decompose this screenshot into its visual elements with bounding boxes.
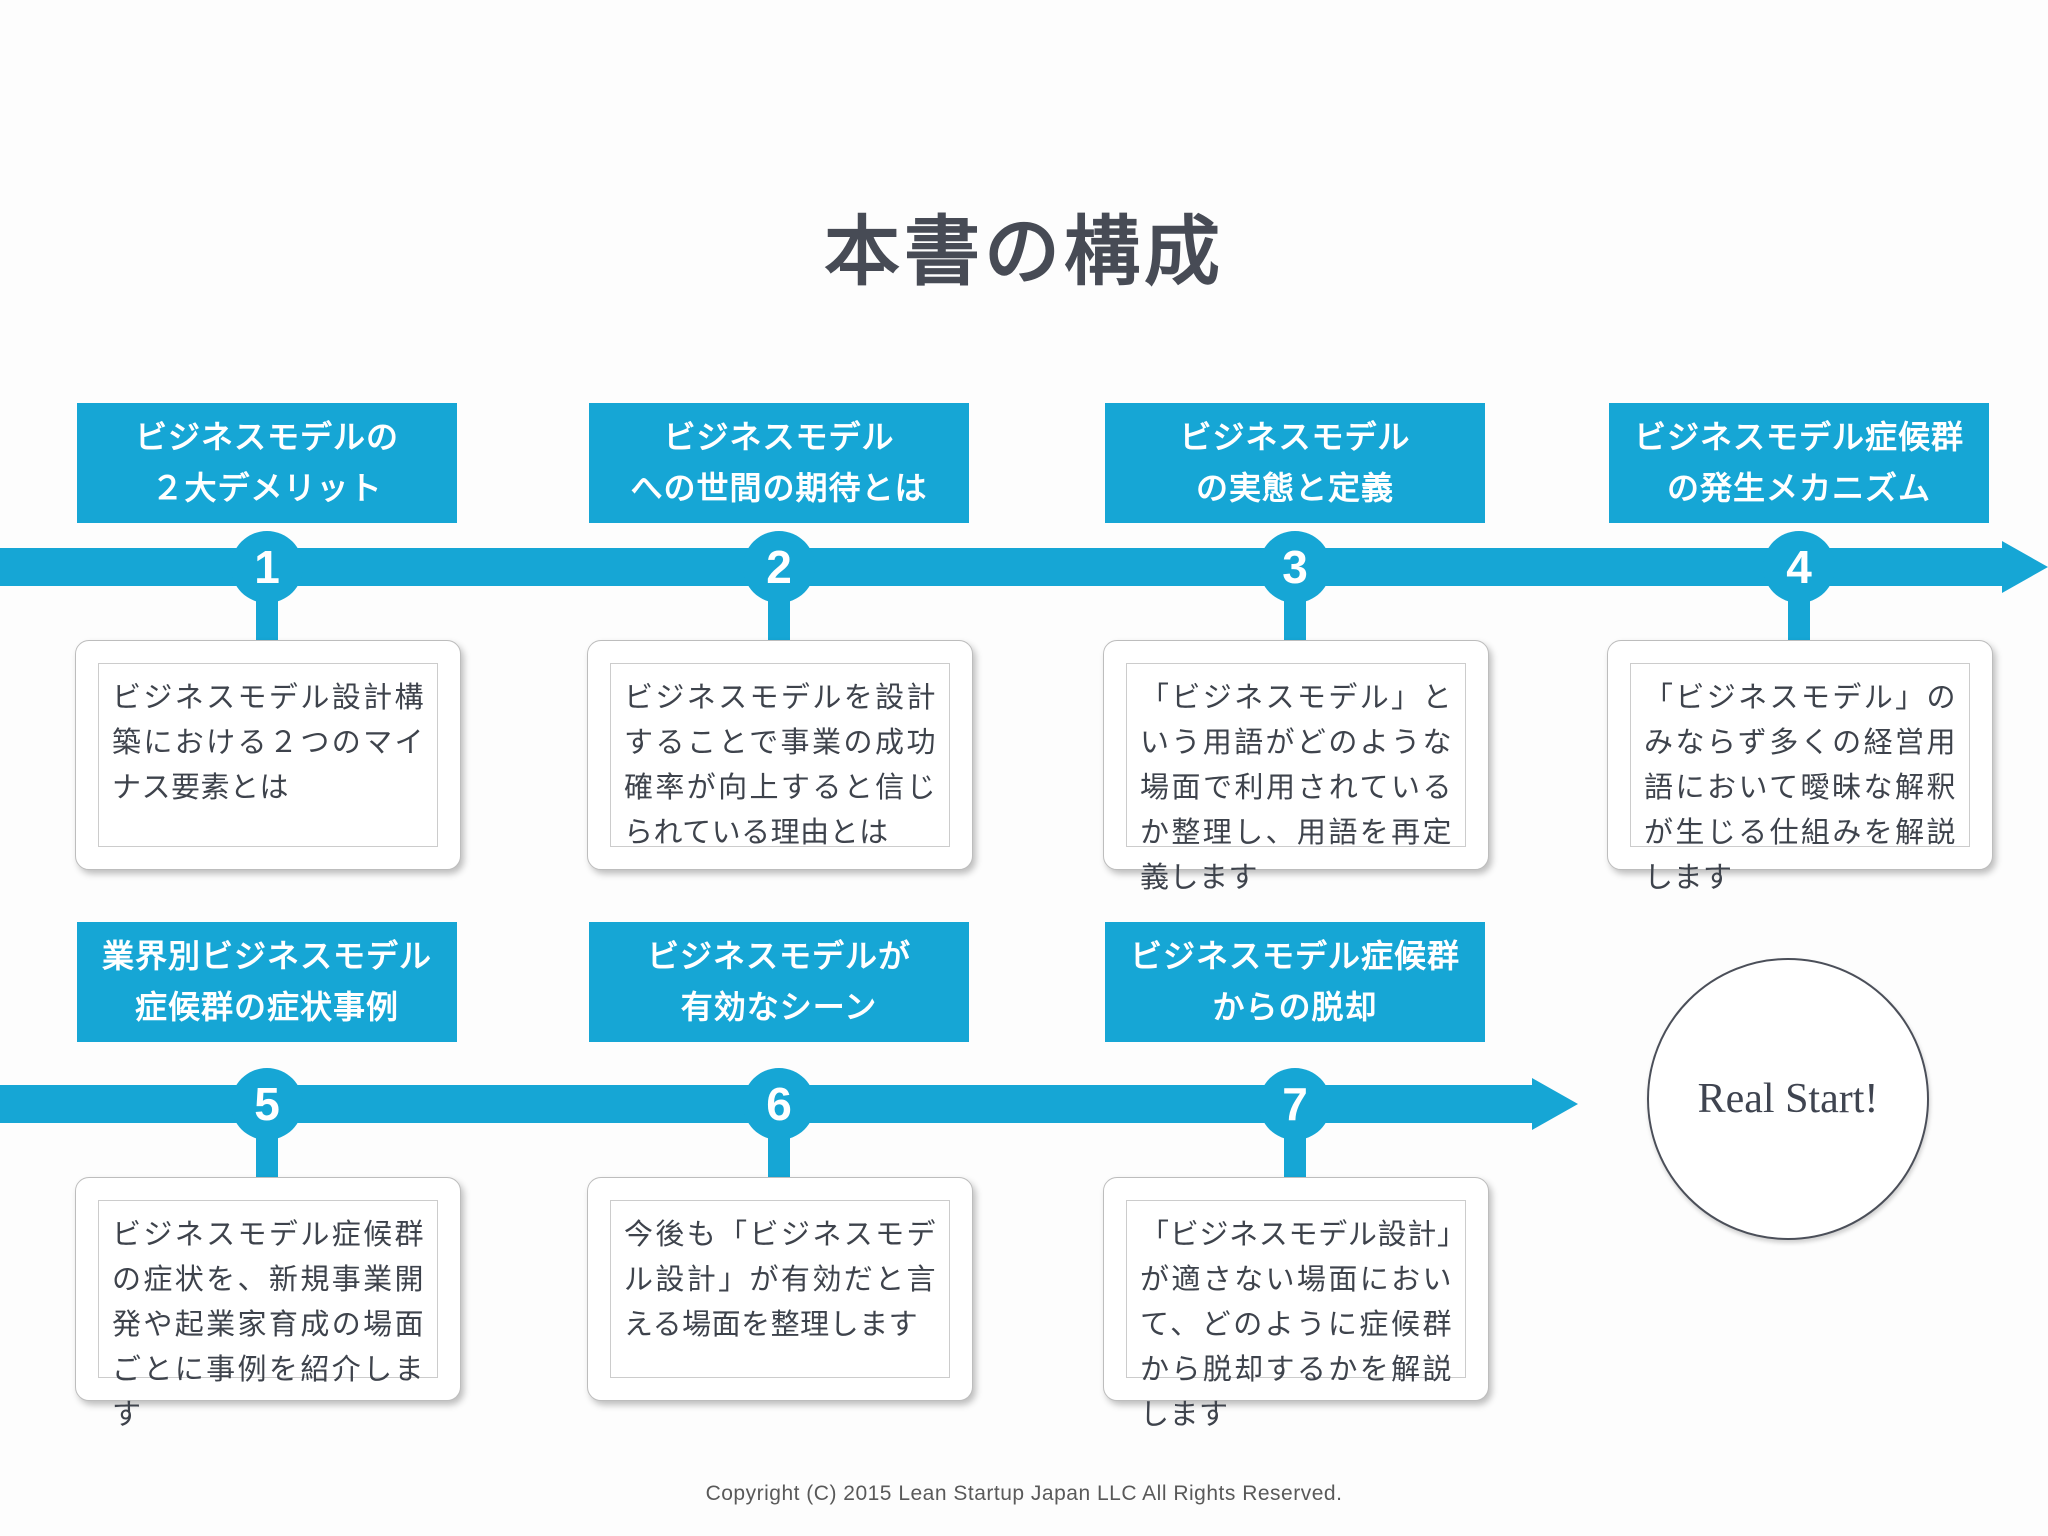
chapter-header-line: への世間の期待とは — [630, 470, 928, 506]
chapter-desc-card-7: 「ビジネスモデル設計」が適さない場面において、どのように症候群から脱却するかを解… — [1103, 1177, 1489, 1431]
chapter-number: 7 — [1282, 1078, 1308, 1130]
chapter-desc-text: ビジネスモデルを設計することで事業の成功確率が向上すると信じられている理由とは — [610, 663, 950, 849]
chapter-desc-text: ビジネスモデル設計構築における２つのマイナス要素とは — [98, 663, 438, 847]
connector-stem — [1284, 1135, 1306, 1182]
chapter-number: 2 — [766, 541, 792, 593]
chapter-desc-text: 今後も「ビジネスモデル設計」が有効だと言える場面を整理します — [610, 1200, 950, 1378]
chapter-header-box-3: ビジネスモデル の実態と定義 — [1105, 403, 1485, 523]
connector-stem — [1788, 598, 1810, 645]
chapter-desc-card-5: ビジネスモデル症候群の症状を、新規事業開発や起業家育成の場面ごとに事例を紹介しま… — [75, 1177, 461, 1431]
chapter-number-badge-1: 1 — [231, 531, 303, 603]
chapter-desc-card-1: ビジネスモデル設計構築における２つのマイナス要素とは — [75, 640, 461, 870]
connector-stem — [768, 598, 790, 645]
chapter-header-line: ビジネスモデル — [1179, 418, 1411, 455]
chapter-number-badge-5: 5 — [231, 1068, 303, 1140]
chapter-header-box-1: ビジネスモデルの ２大デメリット — [77, 403, 457, 523]
chapter-number-badge-6: 6 — [743, 1068, 815, 1140]
chapter-desc-text: ビジネスモデル症候群の症状を、新規事業開発や起業家育成の場面ごとに事例を紹介しま… — [98, 1200, 438, 1431]
chapter-header-line: の発生メカニズム — [1666, 470, 1931, 506]
connector-stem — [768, 1135, 790, 1182]
timeline-arrowhead-row2 — [1532, 1078, 1578, 1130]
chapter-number-badge-2: 2 — [743, 531, 815, 603]
chapter-header-line: からの脱却 — [1212, 989, 1378, 1025]
chapter-number: 3 — [1282, 541, 1308, 593]
chapter-number: 1 — [254, 541, 280, 593]
real-start-circle: Real Start! — [1647, 958, 1929, 1240]
chapter-header-box-2: ビジネスモデル への世間の期待とは — [589, 403, 969, 523]
chapter-number-badge-3: 3 — [1259, 531, 1331, 603]
chapter-header-line: ビジネスモデル — [663, 418, 895, 455]
chapter-number-badge-7: 7 — [1259, 1068, 1331, 1140]
chapter-desc-card-6: 今後も「ビジネスモデル設計」が有効だと言える場面を整理します — [587, 1177, 973, 1401]
connector-stem — [256, 598, 278, 645]
chapter-number-badge-4: 4 — [1763, 531, 1835, 603]
timeline-bar-row1 — [0, 548, 2002, 586]
copyright-text: Copyright (C) 2015 Lean Startup Japan LL… — [705, 1482, 1343, 1505]
chapter-header-box-6: ビジネスモデルが 有効なシーン — [589, 922, 969, 1042]
page-title: 本書の構成 — [824, 210, 1224, 295]
chapter-desc-card-4: 「ビジネスモデル」のみならず多くの経営用語において曖昧な解釈が生じる仕組みを解説… — [1607, 640, 1993, 894]
chapter-header-line: ビジネスモデルの — [134, 418, 399, 455]
chapter-desc-text: 「ビジネスモデル」のみならず多くの経営用語において曖昧な解釈が生じる仕組みを解説… — [1630, 663, 1970, 894]
chapter-header-line: ビジネスモデル症候群 — [1633, 418, 1964, 455]
chapter-header-line: 症候群の症状事例 — [134, 989, 399, 1025]
chapter-desc-text: 「ビジネスモデル」という用語がどのような場面で利用されているか整理し、用語を再定… — [1126, 663, 1466, 894]
real-start-label: Real Start! — [1697, 1076, 1879, 1122]
chapter-header-box-5: 業界別ビジネスモデル 症候群の症状事例 — [77, 922, 457, 1042]
connector-stem — [256, 1135, 278, 1182]
chapter-header-box-7: ビジネスモデル症候群 からの脱却 — [1105, 922, 1485, 1042]
chapter-desc-card-2: ビジネスモデルを設計することで事業の成功確率が向上すると信じられている理由とは — [587, 640, 973, 870]
chapter-number: 5 — [254, 1078, 280, 1130]
chapter-header-line: 有効なシーン — [680, 989, 878, 1025]
connector-stem — [1284, 598, 1306, 645]
chapter-header-line: ビジネスモデル症候群 — [1129, 937, 1460, 974]
chapter-number: 6 — [766, 1078, 792, 1130]
timeline-arrowhead-row1 — [2002, 541, 2048, 593]
chapter-desc-card-3: 「ビジネスモデル」という用語がどのような場面で利用されているか整理し、用語を再定… — [1103, 640, 1489, 894]
chapter-header-line: の実態と定義 — [1195, 470, 1394, 506]
chapter-number: 4 — [1786, 541, 1812, 593]
chapter-header-line: ビジネスモデルが — [646, 937, 911, 974]
chapter-header-box-4: ビジネスモデル症候群 の発生メカニズム — [1609, 403, 1989, 523]
chapter-desc-text: 「ビジネスモデル設計」が適さない場面において、どのように症候群から脱却するかを解… — [1126, 1200, 1466, 1431]
chapter-header-line: 業界別ビジネスモデル — [101, 937, 432, 974]
chapter-header-line: ２大デメリット — [151, 470, 383, 506]
